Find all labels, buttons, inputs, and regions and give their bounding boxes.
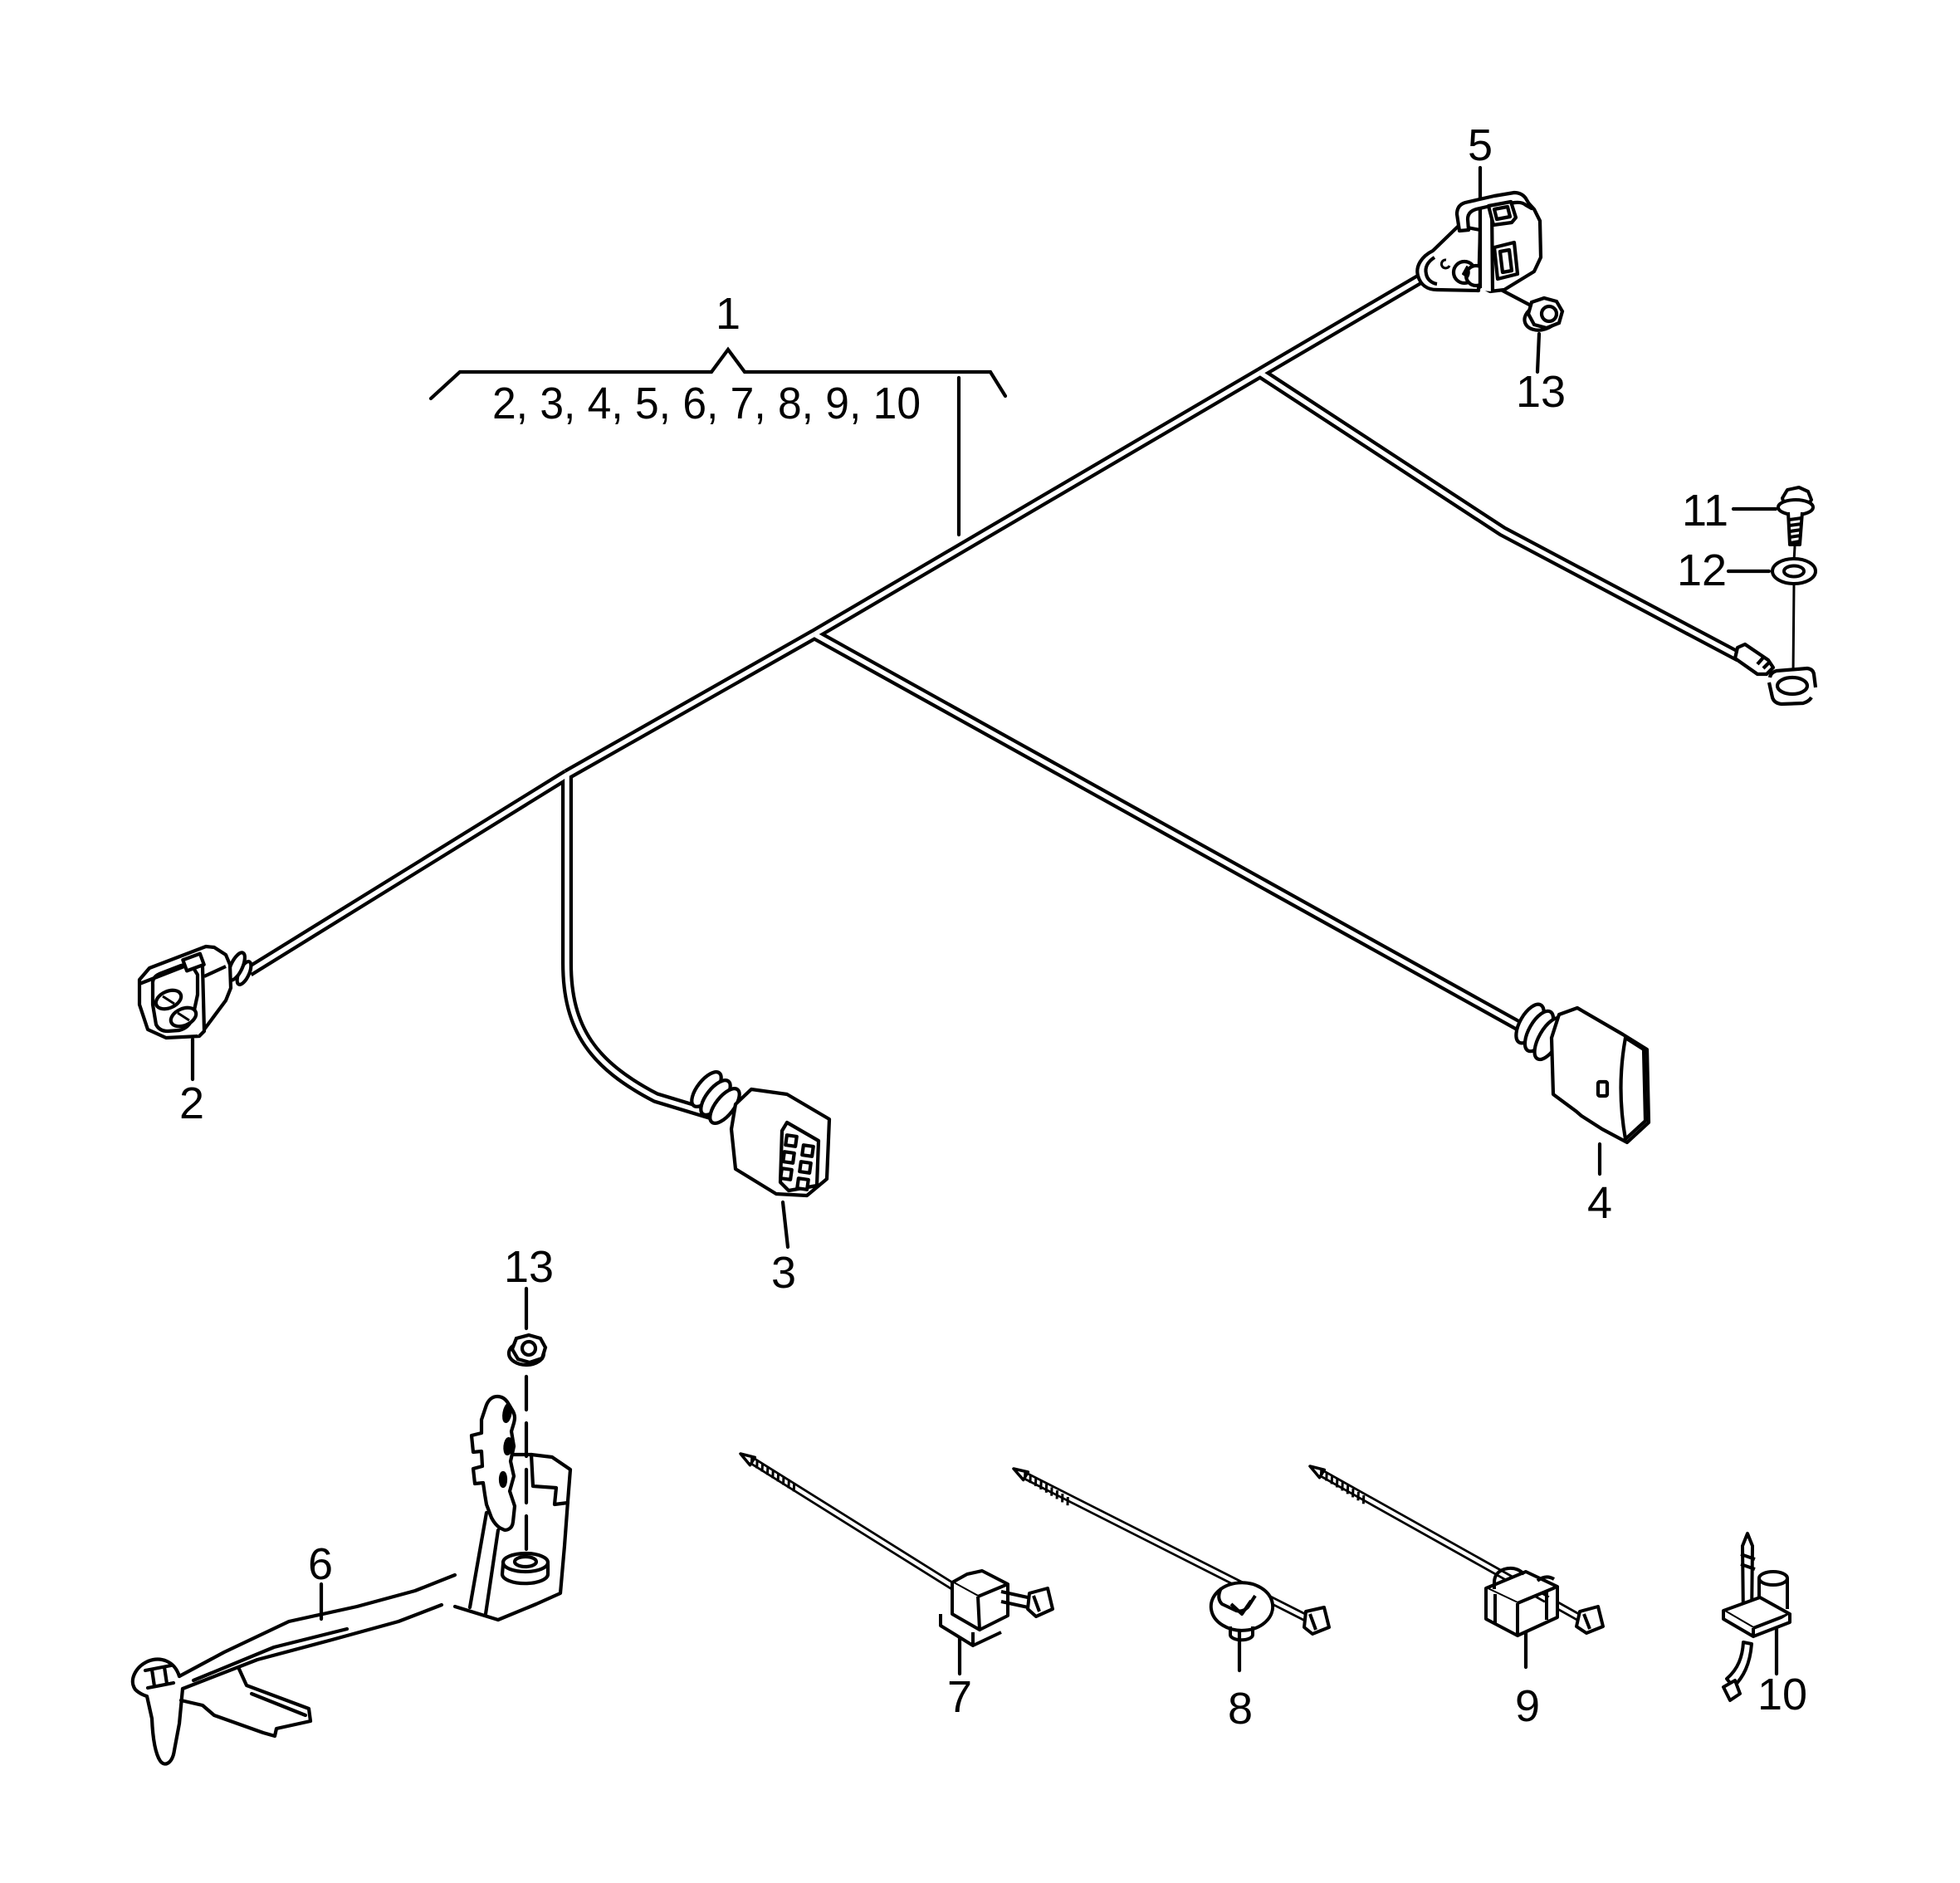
svg-text:13: 13 <box>504 1242 554 1292</box>
svg-text:11: 11 <box>1682 486 1728 536</box>
svg-text:2, 3, 4, 5, 6, 7, 8, 9, 10: 2, 3, 4, 5, 6, 7, 8, 9, 10 <box>492 379 921 428</box>
svg-text:9: 9 <box>1515 1681 1540 1731</box>
svg-text:13: 13 <box>1516 367 1566 417</box>
svg-text:2: 2 <box>179 1078 204 1128</box>
svg-text:7: 7 <box>947 1672 972 1722</box>
svg-text:12: 12 <box>1677 545 1727 595</box>
svg-text:10: 10 <box>1757 1670 1807 1719</box>
svg-text:3: 3 <box>771 1248 796 1298</box>
svg-text:6: 6 <box>308 1539 333 1589</box>
svg-text:8: 8 <box>1228 1684 1253 1734</box>
svg-text:4: 4 <box>1587 1178 1612 1228</box>
svg-text:5: 5 <box>1468 120 1493 170</box>
svg-text:1: 1 <box>716 289 740 339</box>
